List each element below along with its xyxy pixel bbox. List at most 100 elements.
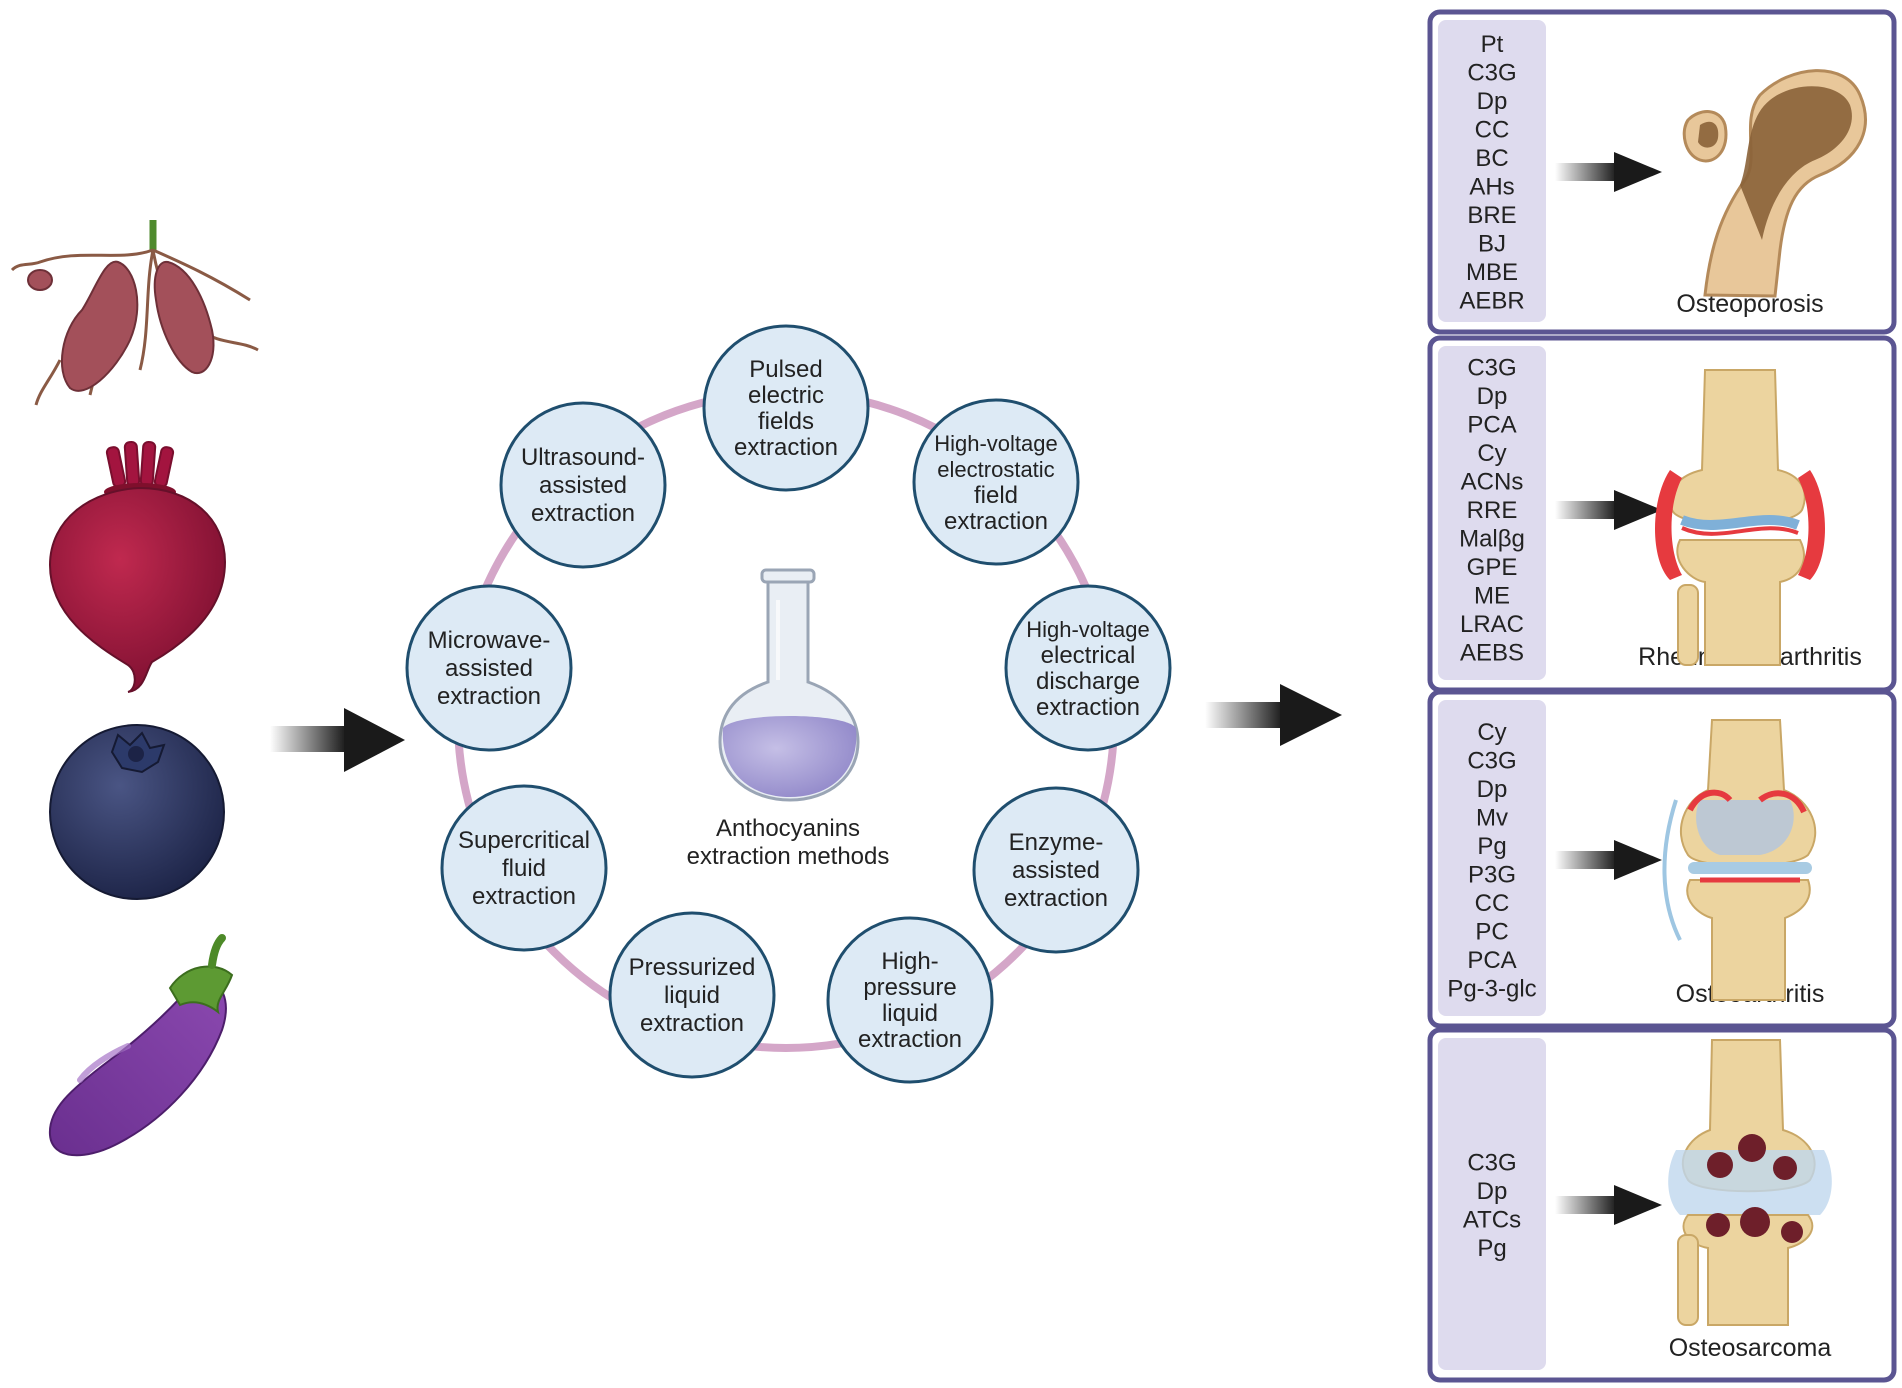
inflamed-joint-icon xyxy=(1655,369,1825,666)
arrow-compounds-to-disease xyxy=(1555,152,1662,192)
method-label-line: extraction xyxy=(472,883,576,910)
arrow-compounds-to-disease xyxy=(1555,1185,1662,1225)
arrow-compounds-to-disease xyxy=(1555,490,1662,530)
method-label-line: Ultrasound- xyxy=(521,444,645,471)
compound-box xyxy=(1438,1038,1546,1370)
center-label: Anthocyanins extraction methods xyxy=(687,815,890,870)
compound-label: C3G xyxy=(1467,747,1516,774)
method-label-line: extraction xyxy=(1036,694,1140,721)
method-label-line: fluid xyxy=(502,855,546,882)
center-label-line-1: Anthocyanins xyxy=(716,815,860,842)
disease-name: Osteosarcoma xyxy=(1669,1334,1832,1362)
tumor-joint-icon xyxy=(1668,1039,1832,1326)
compound-box xyxy=(1438,20,1546,322)
compound-label: C3G xyxy=(1467,355,1516,382)
bone-femur-icon xyxy=(1682,69,1867,298)
method-label-line: Enzyme- xyxy=(1009,829,1104,856)
compound-label: Pg-3-glc xyxy=(1447,975,1536,1002)
method-label-line: field xyxy=(974,482,1018,509)
method-label-line: Pulsed xyxy=(749,356,822,383)
method-circle xyxy=(702,324,870,492)
compound-label: Cy xyxy=(1477,719,1506,746)
method-label-line: Microwave- xyxy=(428,627,551,654)
method-label-line: assisted xyxy=(445,655,533,682)
compound-box xyxy=(1438,346,1546,680)
method-label-line: assisted xyxy=(1012,857,1100,884)
knee-joint-icon xyxy=(1662,719,1817,1001)
method-circle xyxy=(1004,584,1172,752)
method-circle xyxy=(440,784,608,952)
compound-label: BRE xyxy=(1467,202,1516,229)
compound-label: MBE xyxy=(1466,259,1518,286)
method-label-line: Pressurized xyxy=(629,954,756,981)
method-label-line: discharge xyxy=(1036,668,1140,695)
beetroot-icon xyxy=(48,440,227,693)
method-label-line: pressure xyxy=(863,974,956,1001)
compound-label: RRE xyxy=(1467,497,1518,524)
method-label-line: electrostatic xyxy=(937,457,1054,482)
method-label-line: assisted xyxy=(539,472,627,499)
compound-label: GPE xyxy=(1467,554,1518,581)
method-circle xyxy=(499,401,667,569)
method-label-line: liquid xyxy=(664,982,720,1009)
method-label-line: electrical xyxy=(1041,642,1136,669)
method-label-line: High- xyxy=(881,948,938,975)
method-label-line: extraction xyxy=(944,508,1048,535)
method-label-line: extraction xyxy=(734,434,838,461)
compound-label: AEBS xyxy=(1460,640,1524,667)
compound-label: Dp xyxy=(1477,776,1508,803)
sweet-potato-icon xyxy=(10,220,259,406)
method-label-line: electric xyxy=(748,382,824,409)
compound-label: BJ xyxy=(1478,230,1506,257)
disease-panel-2: CyC3GDpMvPgP3GCCPCPCAPg-3-glcOsteoarthri… xyxy=(1427,689,1897,1029)
eggplant-icon xyxy=(48,934,234,1157)
compound-label: Pg xyxy=(1477,833,1506,860)
compound-label: Malβg xyxy=(1459,526,1525,553)
compound-label: ACNs xyxy=(1461,469,1524,496)
method-label-line: extraction xyxy=(858,1026,962,1053)
compound-label: ATCs xyxy=(1463,1206,1521,1233)
compound-label: AHs xyxy=(1469,173,1514,200)
method-label-line: extraction xyxy=(640,1010,744,1037)
compound-label: BC xyxy=(1475,145,1508,172)
arrow-methods-to-diseases xyxy=(1205,684,1342,746)
method-label-line: High-voltage xyxy=(1026,617,1150,642)
center-label-line-2: extraction methods xyxy=(687,843,890,870)
arrow-compounds-to-disease xyxy=(1555,840,1662,880)
compound-label: P3G xyxy=(1468,861,1516,888)
compound-label: LRAC xyxy=(1460,611,1524,638)
compound-label: Cy xyxy=(1477,440,1506,467)
compound-label: ME xyxy=(1474,583,1510,610)
method-label-line: extraction xyxy=(437,683,541,710)
flask-icon xyxy=(718,568,860,802)
compound-label: Pg xyxy=(1477,1235,1506,1262)
compound-label: C3G xyxy=(1467,1149,1516,1176)
compound-label: AEBR xyxy=(1459,287,1524,314)
compound-label: PC xyxy=(1475,918,1508,945)
method-circle xyxy=(405,584,573,752)
compound-label: PCA xyxy=(1467,947,1516,974)
compound-label: Dp xyxy=(1477,1178,1508,1205)
method-circle xyxy=(912,398,1080,566)
method-label-line: extraction xyxy=(1004,885,1108,912)
compound-label: Dp xyxy=(1477,88,1508,115)
compound-label: CC xyxy=(1475,116,1510,143)
compound-label: Pt xyxy=(1481,31,1504,58)
method-label-line: fields xyxy=(758,408,814,435)
method-label-line: Supercritical xyxy=(458,827,590,854)
sources xyxy=(10,220,259,1157)
compound-label: Mv xyxy=(1476,804,1508,831)
method-label-line: liquid xyxy=(882,1000,938,1027)
compound-label: PCA xyxy=(1467,412,1516,439)
method-label-line: extraction xyxy=(531,500,635,527)
